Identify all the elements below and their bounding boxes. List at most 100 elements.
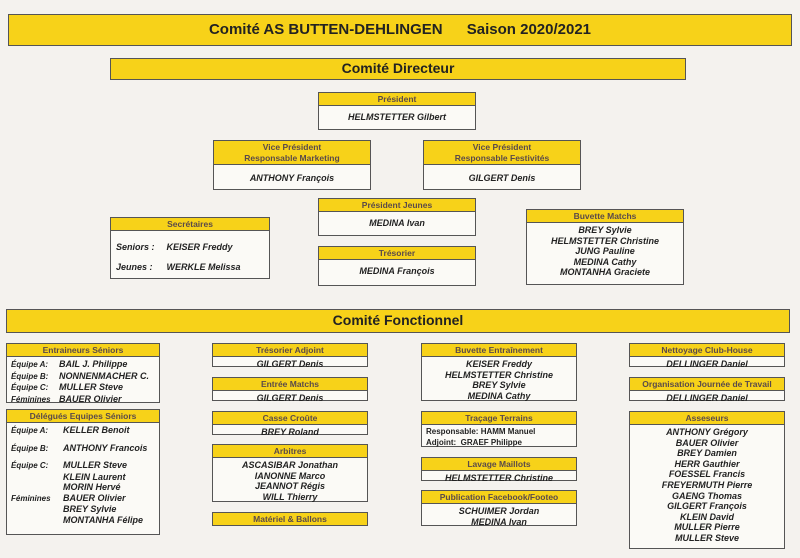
team-label: Féminines <box>11 493 51 503</box>
seniors-label: Seniors : <box>116 242 155 252</box>
delegues-title: Délégués Equipes Séniors <box>7 410 159 423</box>
list-item: KEISER Freddy <box>465 359 532 369</box>
vp-festivites-title: Vice Président Responsable Festivités <box>424 141 580 165</box>
entraineurs-title: Entraineurs Séniors <box>7 344 159 357</box>
entraineurs-box: Entraineurs Séniors Équipe A: BAIL J. Phi… <box>6 343 160 406</box>
secretaire-seniors-row: Seniors : KEISER Freddy <box>116 237 265 257</box>
entree-matchs-box: Entrée Matchs GILGERT Denis <box>212 377 368 403</box>
materiel-box: Matériel & Ballons <box>212 512 368 526</box>
list-item: BREY Sylvie <box>578 225 632 235</box>
lavage-box: Lavage Maillots HELMSTETTER Christine <box>421 457 577 483</box>
list-item: HELMSTETTER Christine <box>550 235 659 246</box>
buvette-entrainement-box: Buvette Entraînement KEISER Freddy HELMS… <box>421 343 577 401</box>
delegate-name: MULLER Steve <box>63 460 128 470</box>
vp-festivites-title-2: Responsable Festivités <box>454 152 550 163</box>
tresorier-adjoint-name: GILGERT Denis <box>256 359 324 369</box>
comite-fonctionnel-banner: Comité Fonctionnel <box>6 309 790 333</box>
lavage-title: Lavage Maillots <box>422 458 576 471</box>
tresorier-box: Trésorier MEDINA François <box>318 246 476 286</box>
coach-name: BAIL J. Philippe <box>59 359 128 369</box>
secretaires-title: Secrétaires <box>111 218 269 231</box>
entree-matchs-name: GILGERT Denis <box>256 393 324 403</box>
list-item: HERR Gauthier <box>674 458 740 469</box>
tresorier-adjoint-box: Trésorier Adjoint GILGERT Denis <box>212 343 368 369</box>
coach-name: NONNENMACHER C. <box>59 370 149 381</box>
list-item: ANTHONY Grégory <box>666 427 748 437</box>
team-label: Équipe C: <box>11 461 49 470</box>
tracage-box: Traçage Terrains Responsable: HAMM Manue… <box>421 411 577 447</box>
role-label: Adjoint: <box>426 437 457 447</box>
seniors-name: KEISER Freddy <box>166 242 233 252</box>
comite-directeur-banner: Comité Directeur <box>110 58 686 80</box>
list-item: Adjoint: GRAEF Philippe <box>426 438 572 449</box>
tracage-title: Traçage Terrains <box>422 412 576 425</box>
casse-croute-name: BREY Roland <box>261 427 319 437</box>
team-label: Équipe C: <box>11 383 49 392</box>
team-label: Équipe B: <box>11 371 49 381</box>
lavage-name: HELMSTETTER Christine <box>444 473 553 483</box>
delegate-name: KLEIN Laurent <box>63 471 126 482</box>
delegate-name: BREY Sylvie <box>63 504 117 514</box>
delegate-name: KELLER Benoit <box>63 425 130 435</box>
list-item: MONTANHA Félipe <box>11 515 155 526</box>
team-label: Équipe A: <box>11 360 49 369</box>
team-label: Équipe B: <box>11 443 49 453</box>
delegate-name: ANTHONY Francois <box>63 442 148 453</box>
vp-marketing-box: Vice Président Responsable Marketing ANT… <box>213 140 371 190</box>
list-item: GAENG Thomas <box>671 490 742 501</box>
president-name: HELMSTETTER Gilbert <box>347 112 446 122</box>
list-item: Responsable: HAMM Manuel <box>426 427 572 438</box>
delegate-name: MONTANHA Félipe <box>63 514 143 525</box>
secretaire-jeunes-row: Jeunes : WERKLE Melissa <box>116 257 265 277</box>
jeunes-label: Jeunes : <box>116 262 153 272</box>
jeunes-name: WERKLE Melissa <box>166 262 241 272</box>
list-item: IANONNE Marco <box>254 470 326 481</box>
nettoyage-title: Nettoyage Club-House <box>630 344 784 357</box>
list-item: Équipe C: MULLER Steve <box>11 382 155 394</box>
assesseurs-title: Asseseurs <box>630 412 784 425</box>
materiel-title: Matériel & Ballons <box>213 513 367 525</box>
vp-festivites-name: GILGERT Denis <box>468 173 536 183</box>
president-jeunes-title: Président Jeunes <box>319 199 475 212</box>
vp-marketing-title-2: Responsable Marketing <box>244 152 340 163</box>
nettoyage-box: Nettoyage Club-House DELLINGER Daniel <box>629 343 785 369</box>
organisation-box: Organisation Journée de Travail DELLINGE… <box>629 377 785 403</box>
secretaires-box: Secrétaires Seniors : KEISER Freddy Jeun… <box>110 217 270 279</box>
president-jeunes-name: MEDINA Ivan <box>369 218 425 228</box>
delegues-box: Délégués Equipes Séniors Équipe A: KELLER… <box>6 409 160 535</box>
club-title: Comité AS BUTTEN-DEHLINGEN <box>208 21 443 38</box>
list-item: Équipe A: BAIL J. Philippe <box>11 359 155 371</box>
role-name: GRAEF Philippe <box>460 437 523 447</box>
list-item: BREY Sylvie <box>11 504 155 515</box>
season-title: Saison 2020/2021 <box>466 21 592 38</box>
list-item: ASCASIBAR Jonathan <box>241 460 338 470</box>
list-item: MULLER Pierre <box>674 522 740 533</box>
organisation-title: Organisation Journée de Travail <box>630 378 784 391</box>
role-label: Responsable: <box>426 427 479 436</box>
buvette-entrainement-title: Buvette Entraînement <box>422 344 576 357</box>
coach-name: BAUER Olivier <box>59 393 122 404</box>
vp-marketing-title: Vice Président Responsable Marketing <box>214 141 370 165</box>
list-item: KLEIN David <box>679 511 734 522</box>
nettoyage-name: DELLINGER Daniel <box>666 359 748 369</box>
list-item: FOESSEL Francis <box>668 469 746 480</box>
president-box: Président HELMSTETTER Gilbert <box>318 92 476 130</box>
tresorier-title: Trésorier <box>319 247 475 260</box>
list-item: MEDINA Cathy <box>573 256 637 267</box>
buvette-matchs-title: Buvette Matchs <box>527 210 683 223</box>
list-item: BAUER Olivier <box>675 437 739 448</box>
vp-marketing-name: ANTHONY François <box>249 173 335 183</box>
list-item: WILL Thierry <box>262 491 318 502</box>
vp-festivites-box: Vice Président Responsable Festivités GI… <box>423 140 581 190</box>
president-title: Président <box>319 93 475 106</box>
list-item: Féminines BAUER Olivier <box>11 493 155 505</box>
delegate-name: BAUER Olivier <box>63 492 126 503</box>
publication-title: Publication Facebook/Footeo <box>422 491 576 504</box>
coach-name: MULLER Steve <box>59 382 124 392</box>
list-item: MONTANHA Graciete <box>559 267 650 277</box>
list-item: Équipe B: ANTHONY Francois <box>11 443 155 455</box>
list-item: MORIN Hervé <box>11 482 155 493</box>
vp-festivites-title-1: Vice Président <box>472 142 532 152</box>
team-label: Équipe A: <box>11 426 49 435</box>
